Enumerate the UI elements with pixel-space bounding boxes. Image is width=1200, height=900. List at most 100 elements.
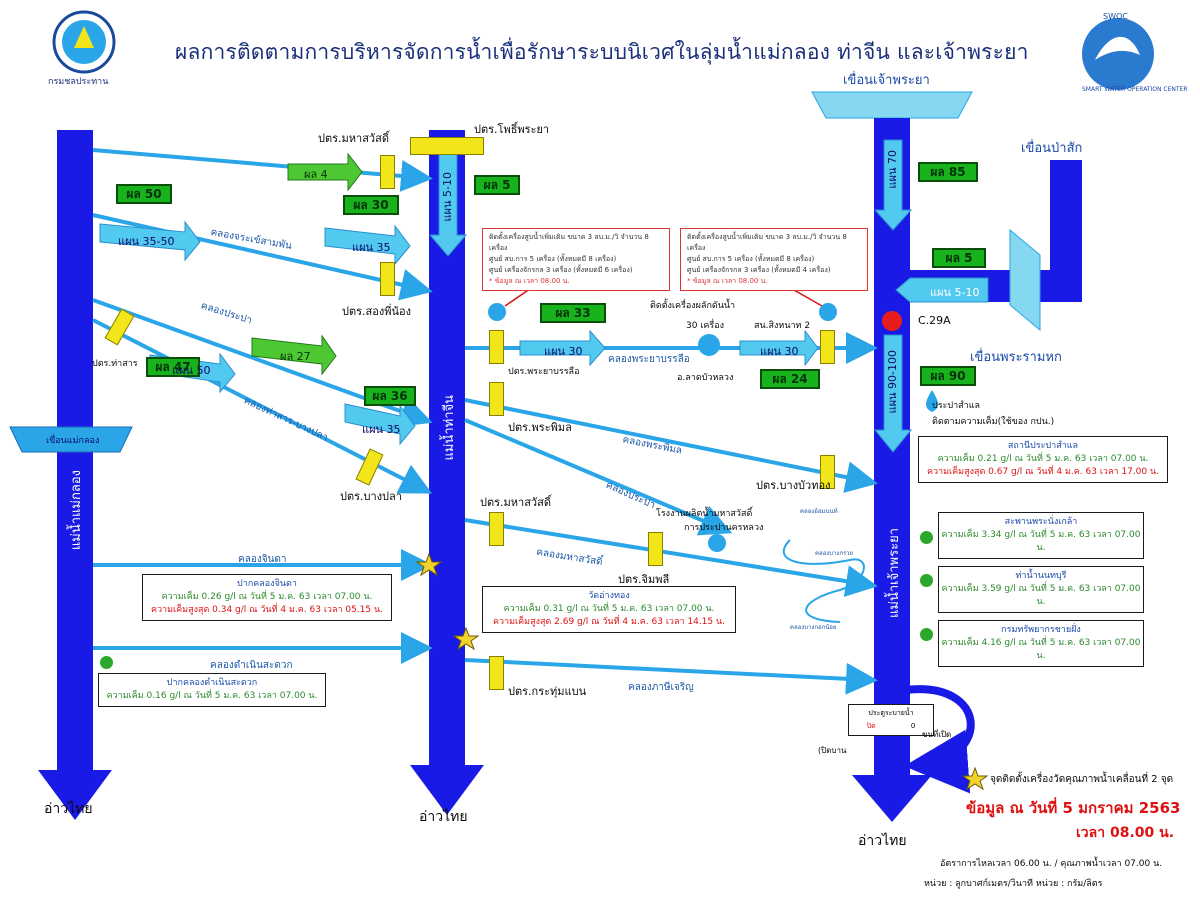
- bypass-flow: [904, 685, 975, 794]
- result-cp-lower: ผล 90: [920, 366, 976, 386]
- salinity-tha-nam-non-now: ความเค็ม 3.59 g/l ณ วันที่ 5 ม.ค. 63 เวล…: [941, 584, 1141, 607]
- salinity-samlae-now: ความเค็ม 0.21 g/l ณ วันที่ 5 ม.ค. 63 เวล…: [937, 454, 1149, 464]
- left-logo: [52, 10, 116, 74]
- salinity-tha-nam-non: ท่าน้ำนนทบุรี ความเค็ม 3.59 g/l ณ วันที่…: [938, 566, 1144, 613]
- salinity-nonthaburi: สะพานพระนั่งเกล้า ความเค็ม 3.34 g/l ณ วั…: [938, 512, 1144, 559]
- tha-chin-plan: แผน 5-10: [441, 172, 454, 222]
- cross-flows: [92, 148, 878, 695]
- result-prapa: ผล 27: [280, 350, 311, 363]
- salinity-bangkok-name: กรมทรัพยากรชายฝั่ง: [1001, 625, 1081, 635]
- salinity-wat-ang-thong-now: ความเค็ม 0.31 g/l ณ วันที่ 5 ม.ค. 63 เวล…: [503, 604, 715, 614]
- gate-phrapimon: [489, 382, 504, 416]
- river-label-chao-phraya: แม่น้ำเจ้าพระยา: [887, 528, 902, 618]
- reg-tha-san: ปตร.ท่าสาร: [92, 359, 138, 369]
- cp-plan: แผน 70: [886, 150, 899, 189]
- gate-box-right-foot: ขนที่เปิด: [922, 730, 952, 739]
- station-dot-bangkok: [920, 628, 933, 641]
- right-logo: [1082, 18, 1154, 90]
- page-title: ผลการติดตามการบริหารจัดการน้ำเพื่อรักษาร…: [175, 40, 1029, 64]
- pump-note-left-line1: ติดตั้งเครื่องสูบน้ำเพิ่มเติม ขนาด 3 ลบ.…: [489, 233, 649, 252]
- dam-pasak: เขื่อนป่าสัก: [1021, 141, 1083, 156]
- pasak-branch: [910, 160, 1082, 332]
- reg-song-phi-nong: ปตร.สองพี่น้อง: [342, 305, 411, 318]
- gate-krathum-baen: [489, 656, 504, 690]
- salinity-nonthaburi-name: สะพานพระนั่งเกล้า: [1004, 517, 1078, 527]
- result-tha-chin: ผล 5: [474, 175, 520, 195]
- salinity-tha-nam-non-name: ท่าน้ำนนทบุรี: [1015, 571, 1067, 581]
- pump-note-right-line1: ติดตั้งเครื่องสูบน้ำเพิ่มเติม ขนาด 3 ลบ.…: [687, 233, 847, 252]
- result-cp: ผล 85: [918, 162, 978, 182]
- salinity-samlae-name: สถานีประปาสำแล: [1007, 441, 1079, 451]
- winding-canals: [782, 539, 865, 623]
- plan-bangpla: แผน 35: [362, 423, 401, 436]
- gate-box-right: 0: [910, 722, 916, 730]
- pump-note-left-line3: ศูนย์ เครื่องจักรกล 3 เครื่อง (ทั้งหมดมี…: [489, 266, 633, 274]
- salinity-chinda: ปากคลองจินดา ความเค็ม 0.26 g/l ณ วันที่ …: [142, 574, 392, 621]
- plan-arrows: [99, 220, 989, 446]
- dam-phra-ram6: เขื่อนพระรามหก: [970, 350, 1062, 365]
- salinity-damnoen-name: ปากคลองดำเนินสะดวก: [166, 678, 258, 688]
- gate-box-left: ปิด: [866, 722, 876, 730]
- cp-lower-plan: แผน 90-100: [886, 350, 899, 414]
- salinity-bangkok: กรมทรัพยากรชายฝั่ง ความเค็ม 4.16 g/l ณ ว…: [938, 620, 1144, 667]
- salinity-damnoen: ปากคลองดำเนินสะดวก ความเค็ม 0.16 g/l ณ ว…: [98, 673, 326, 707]
- salinity-chinda-now: ความเค็ม 0.26 g/l ณ วันที่ 5 ม.ค. 63 เวล…: [161, 592, 373, 602]
- lat-bua-luang-label: อ.ลาดบัวหลวง: [677, 373, 734, 383]
- gate-chimphli: [648, 532, 663, 566]
- canal-bang-kok-noi: คลองบางกอกน้อย: [790, 624, 837, 631]
- reg-mahasawat2: ปตร.มหาสวัสดิ์: [480, 496, 551, 509]
- plan-singhanat: แผน 30: [760, 345, 799, 358]
- result-jorakhe-b: ผล 30: [343, 195, 399, 215]
- gate-bang-bua-thong: [820, 455, 835, 489]
- footer-line2: หน่วย : ลูกบาศก์เมตร/วินาที หน่วย : กรัม…: [924, 879, 1103, 889]
- pump-note-left: ติดตั้งเครื่องสูบน้ำเพิ่มเติม ขนาด 3 ลบ.…: [482, 228, 670, 291]
- gulf-label-left: อ่าวไทย: [44, 801, 93, 817]
- plan-pasak: แผน 5-10: [930, 286, 980, 299]
- salinity-wat-ang-thong: วัดอ่างทอง ความเค็ม 0.31 g/l ณ วันที่ 5 …: [482, 586, 736, 633]
- result-singhanat: ผล 24: [760, 369, 820, 389]
- salinity-samlae-max: ความเค็มสูงสุด 0.67 g/l ณ วันที่ 4 ม.ค. …: [926, 467, 1160, 477]
- singhanat-label: สน.สิงหนาท 2: [754, 321, 811, 331]
- salinity-nonthaburi-now: ความเค็ม 3.34 g/l ณ วันที่ 5 ม.ค. 63 เวล…: [941, 530, 1141, 553]
- reg-pho-phraya: ปตร.โพธิ์พระยา: [474, 123, 550, 136]
- pump-note-left-time: * ข้อมูล ณ เวลา 08.00 น.: [489, 277, 570, 285]
- mahasawat-plant-b: การประปานครหลวง: [684, 523, 764, 533]
- data-date: ข้อมูล ณ วันที่ 5 มกราคม 2563: [966, 799, 1181, 817]
- river-label-tha-chin: แม่น้ำท่าจีน: [442, 395, 457, 461]
- right-logo-caption: SMART WATER OPERATION CENTER: [1082, 86, 1188, 93]
- salinity-bangkok-now: ความเค็ม 4.16 g/l ณ วันที่ 5 ม.ค. 63 เวล…: [941, 638, 1141, 661]
- canal-damnoen: คลองดำเนินสะดวก: [210, 660, 293, 671]
- canal-bang-kruai: คลองบางกรวย: [815, 550, 854, 557]
- reg-bang-bua-thong: ปตร.บางบัวทอง: [756, 479, 831, 492]
- plan-jorakhe-a: แผน 35-50: [118, 235, 175, 248]
- reg-phraya-banlue: ปตร.พระยาบรรลือ: [508, 367, 580, 377]
- salinity-wat-ang-thong-name: วัดอ่างทอง: [588, 591, 630, 601]
- salinity-wat-ang-thong-max: ความเค็มสูงสุด 2.69 g/l ณ วันที่ 4 ม.ค. …: [492, 617, 726, 627]
- salinity-chinda-max: ความเค็มสูงสุด 0.34 g/l ณ วันที่ 4 ม.ค. …: [150, 605, 384, 615]
- gate-pho-phraya: [410, 137, 484, 155]
- pusher-label-a: ติดตั้งเครื่องผลักดันน้ำ: [650, 301, 736, 311]
- canal-phasi: คลองภาษีเจริญ: [628, 682, 694, 693]
- station-dot-nonthaburi: [920, 531, 933, 544]
- gulf-label-right: อ่าวไทย: [858, 833, 907, 849]
- legend-star: จุดติดตั้งเครื่องวัดคุณภาพน้ำเคลื่อนที่ …: [990, 774, 1174, 785]
- plan-thasarn: แผน 50: [172, 364, 211, 377]
- pump-note-right: ติดตั้งเครื่องสูบน้ำเพิ่มเติม ขนาด 3 ลบ.…: [680, 228, 868, 291]
- c29a-label: C.29A: [918, 314, 951, 327]
- pwa-label-a: ประปาสำแล: [932, 401, 981, 411]
- result-thasarn: ผล 47: [146, 357, 200, 377]
- pump-note-right-time: * ข้อมูล ณ เวลา 08.00 น.: [687, 277, 768, 285]
- left-logo-caption: กรมชลประทาน: [48, 77, 109, 87]
- pump-note-left-line2: ศูนย์ สบ.การ 5 เครื่อง (ทั้งหมดมี 8 เครื…: [489, 255, 617, 263]
- reg-mahasawat: ปตร.มหาสวัสดิ์: [318, 132, 389, 145]
- result-arrows: [251, 152, 363, 376]
- dam-mae-klong: เขื่อนแม่กลอง: [46, 436, 100, 446]
- star-markers: [415, 552, 989, 791]
- gate-song-phi-nong: [380, 262, 395, 296]
- gate-box-left-foot: (ปิดบาน: [818, 746, 847, 755]
- river-label-mae-klong: แม่น้ำแม่กลอง: [69, 470, 84, 551]
- gate-phraya-banlue: [489, 330, 504, 364]
- mae-klong-river: [9, 130, 133, 820]
